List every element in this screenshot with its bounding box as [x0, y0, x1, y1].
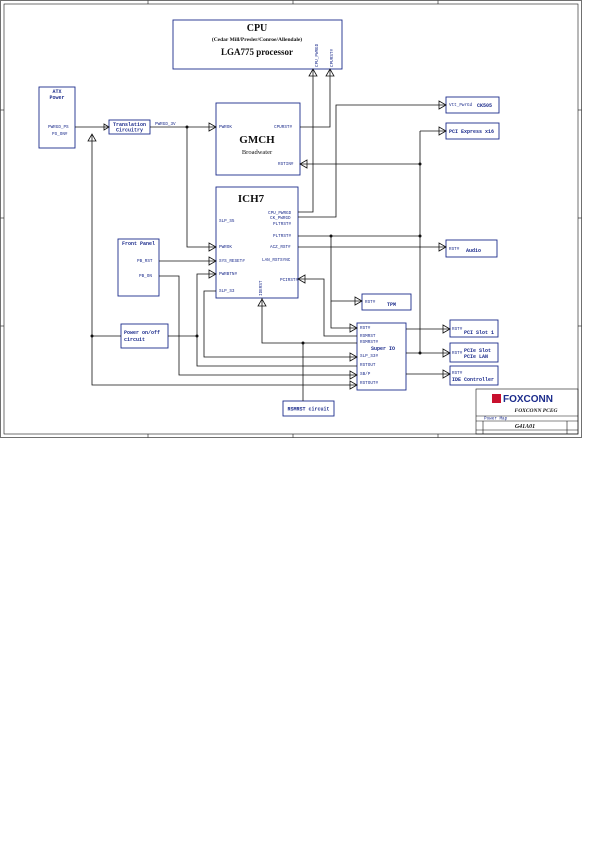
ide-pin: RST# [452, 371, 463, 376]
ich7-pin-slp-s3: SLP_S3 [219, 289, 235, 294]
ich7-pin-lan-rst: LAN_RSTSYNC [262, 258, 291, 263]
atx-power-block: ATX Power PWRGD_PS PS_ON# [38, 86, 76, 149]
company-name: FOXCONN PCEG [515, 408, 558, 414]
ck505-block: Vtt_PwrGd CK505 [445, 96, 500, 114]
pcie-slot-label-2: PCIe LAN [464, 354, 488, 360]
ich7-pin-ck-pwrgd: CK_PWRGD [270, 216, 291, 221]
pci-slot-label: PCI Slot 1 [464, 330, 494, 336]
ich7-pin-cpu-pwrgd: CPU_PWRGD [268, 211, 292, 216]
atx-pin-pson: PS_ON# [52, 132, 68, 137]
board-model: G41A01 [515, 424, 535, 430]
gmch-block: GMCH Broadwater PWROK CPURST# RSTIN# [215, 102, 301, 176]
ck505-pin: Vtt_PwrGd [449, 103, 473, 108]
gmch-pin-cpurst: CPURST# [274, 125, 292, 130]
ich7-pin-pwrok: PWROK [219, 245, 232, 250]
super-io-pin-3: SLP_S3# [360, 354, 378, 359]
ck505-label: CK505 [477, 103, 492, 109]
atx-title-2: Power [49, 95, 64, 101]
front-panel-pin-on: PB_ON [139, 274, 152, 279]
gmch-pin-pwrok: PWROK [219, 125, 232, 130]
rsmrst-circuit-label: RSMRST circuit [287, 407, 329, 413]
gmch-subtitle: Broadwater [242, 149, 273, 156]
super-io-title: Super IO [371, 346, 395, 352]
super-io-pin-4: RSTOUT [360, 363, 376, 368]
super-io-pin-1: RSMRST [360, 334, 376, 339]
sheet-frame [0, 0, 582, 438]
pcie-slot-pin: RST# [452, 351, 463, 356]
ich7-block: ICH7 SLP_S5 PWROK SYS_RESET# PWRBTN# SLP… [215, 186, 298, 299]
tpm-pin: RST# [365, 300, 376, 305]
ich7-pin-acz-rst: ACZ_RST# [270, 245, 291, 250]
audio-label: Audio [466, 248, 481, 254]
front-panel-block: Front Panel PB_RST PB_ON [117, 238, 160, 297]
signal-pwrgd-3v: PWRGD_3V [155, 122, 176, 127]
gmch-title: GMCH [239, 134, 275, 146]
cpu-subtitle: (Cedar Mill/Presler/Conroe/Allendale) [212, 36, 302, 43]
super-io-pin-0: RST# [360, 326, 371, 331]
ich7-pin-pcirst: PCIRST# [280, 278, 298, 283]
cpu-pin-pwrgd: CPU_PWRGD [315, 43, 320, 67]
translation-line-1: Translation [113, 122, 146, 128]
audio-block: RST# Audio [445, 239, 498, 258]
pcie-slot-block: RST# PCIe Slot PCIe LAN [449, 342, 499, 363]
ich7-pin-sys-reset: SYS_RESET# [219, 259, 245, 264]
sheet-title-label: Power Map [484, 417, 508, 422]
power-circuit-line-2: circuit [124, 337, 145, 343]
ich7-title: ICH7 [238, 193, 265, 205]
pci-slot-pin: RST# [452, 327, 463, 332]
front-panel-pin-rst: PB_RST [137, 259, 153, 264]
gmch-pin-rstin: RSTIN# [278, 162, 294, 167]
tpm-block: RST# TPM [361, 293, 412, 311]
pcie-x16-label: PCI Express x16 [449, 129, 494, 135]
ide-controller-block: RST# IDE Controller [449, 365, 499, 386]
atx-pin-pwrgd: PWRGD_PS [48, 125, 69, 130]
super-io-block: Super IO RST# RSMRST RSMRST# SLP_S3# RST… [356, 322, 407, 391]
foxconn-logo-text: FOXCONN [503, 394, 553, 405]
pci-slot-block: RST# PCI Slot 1 [449, 319, 499, 338]
pcie-slot-label-1: PCIe Slot [464, 348, 491, 354]
front-panel-title: Front Panel [122, 241, 155, 247]
cpu-pin-cpurst: CPURST# [330, 49, 335, 67]
title-block: FOXCONN FOXCONN PCEG Power Map G41A01 [475, 388, 579, 435]
cpu-model: LGA775 processor [221, 47, 293, 57]
super-io-pin-2: RSMRST# [360, 340, 378, 345]
foxconn-logo-mark [492, 394, 501, 403]
pcie-x16-block: PCI Express x16 [445, 122, 500, 140]
audio-pin: RST# [449, 247, 460, 252]
translation-line-2: Circuitry [116, 128, 143, 134]
rsmrst-circuit-block: RSMRST circuit [282, 400, 335, 417]
super-io-pin-5: SB/P [360, 372, 371, 377]
ich7-pin-pltrst-2: PLTRST# [273, 234, 291, 239]
cpu-title: CPU [247, 23, 268, 34]
atx-title-1: ATX [52, 89, 61, 95]
ide-label: IDE Controller [452, 377, 494, 383]
ich7-pin-slp-s5: SLP_S5 [219, 219, 235, 224]
cpu-block: CPU (Cedar Mill/Presler/Conroe/Allendale… [172, 19, 343, 70]
super-io-pin-6: RSTOUT# [360, 381, 378, 386]
power-circuit-line-1: Power on/off [124, 330, 160, 336]
ich7-pin-iderst: IDERST [259, 280, 264, 296]
wiring [75, 68, 451, 401]
power-on-off-circuit-block: Power on/off circuit [120, 323, 169, 349]
ich7-pin-pltrst-1: PLTRST# [273, 222, 291, 227]
ich7-pin-pwrbtn: PWRBTN# [219, 272, 237, 277]
tpm-label: TPM [387, 302, 396, 308]
